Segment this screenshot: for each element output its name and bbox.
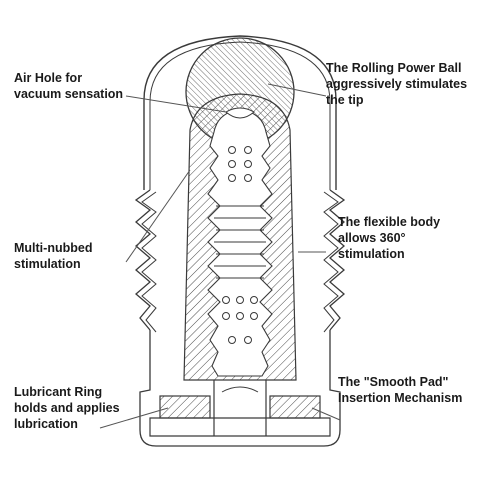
leader-air-hole bbox=[125, 95, 227, 113]
inner-canal bbox=[207, 109, 273, 377]
lubricant-ring-left bbox=[159, 395, 211, 419]
callout-flexible-body-line-3: stimulation bbox=[338, 247, 405, 261]
callout-air-hole-line-1: Air Hole for bbox=[14, 71, 83, 85]
left-bellows bbox=[134, 189, 152, 331]
right-bellows-inner bbox=[323, 191, 339, 333]
lubricant-ring-right bbox=[269, 395, 321, 419]
callout-multi-nubbed-line-1: Multi-nubbed bbox=[14, 241, 93, 255]
callout-rolling-ball-line-3: the tip bbox=[326, 93, 364, 107]
leader-lines bbox=[99, 83, 341, 429]
insertion-opening bbox=[213, 380, 267, 436]
callout-smooth-pad-line-2: Insertion Mechanism bbox=[338, 391, 463, 405]
callout-smooth-pad: The "Smooth Pad" Insertion Mechanism bbox=[338, 374, 462, 406]
callout-air-hole-line-2: vacuum sensation bbox=[14, 87, 124, 101]
inner-ribs bbox=[214, 205, 266, 279]
callout-multi-nubbed-line-2: stimulation bbox=[14, 257, 81, 271]
callout-rolling-ball-line-2: aggressively stimulates bbox=[326, 77, 468, 91]
callout-flexible-body-line-2: allows 360° bbox=[338, 231, 406, 245]
lower-body-left bbox=[139, 330, 240, 447]
callout-lubricant-ring: Lubricant Ring holds and applies lubrica… bbox=[14, 384, 120, 432]
lower-body-right bbox=[240, 330, 341, 447]
callout-lubricant-ring-line-1: Lubricant Ring bbox=[14, 385, 103, 399]
outer-shell bbox=[143, 35, 337, 190]
nubs bbox=[222, 146, 258, 344]
callout-smooth-pad-line-1: The "Smooth Pad" bbox=[338, 375, 449, 389]
leader-multi-nubbed bbox=[125, 169, 191, 263]
leader-rolling-ball bbox=[267, 83, 327, 97]
smooth-pad bbox=[149, 417, 331, 437]
callout-lubricant-ring-line-3: lubrication bbox=[14, 417, 78, 431]
callout-air-hole: Air Hole for vacuum sensation bbox=[14, 70, 123, 102]
air-hole bbox=[225, 107, 255, 119]
leader-smooth-pad bbox=[311, 407, 341, 421]
right-bellows bbox=[328, 189, 346, 331]
callout-rolling-ball-line-1: The Rolling Power Ball bbox=[326, 61, 462, 75]
leader-lubricant-ring bbox=[99, 407, 169, 429]
callout-flexible-body: The flexible body allows 360° stimulatio… bbox=[338, 214, 440, 262]
callout-lubricant-ring-line-2: holds and applies bbox=[14, 401, 120, 415]
insertion-lip bbox=[221, 386, 259, 393]
callout-flexible-body-line-1: The flexible body bbox=[338, 215, 441, 229]
left-bellows-inner bbox=[141, 191, 157, 333]
callout-rolling-ball: The Rolling Power Ball aggressively stim… bbox=[326, 60, 467, 108]
callout-multi-nubbed: Multi-nubbed stimulation bbox=[14, 240, 92, 272]
